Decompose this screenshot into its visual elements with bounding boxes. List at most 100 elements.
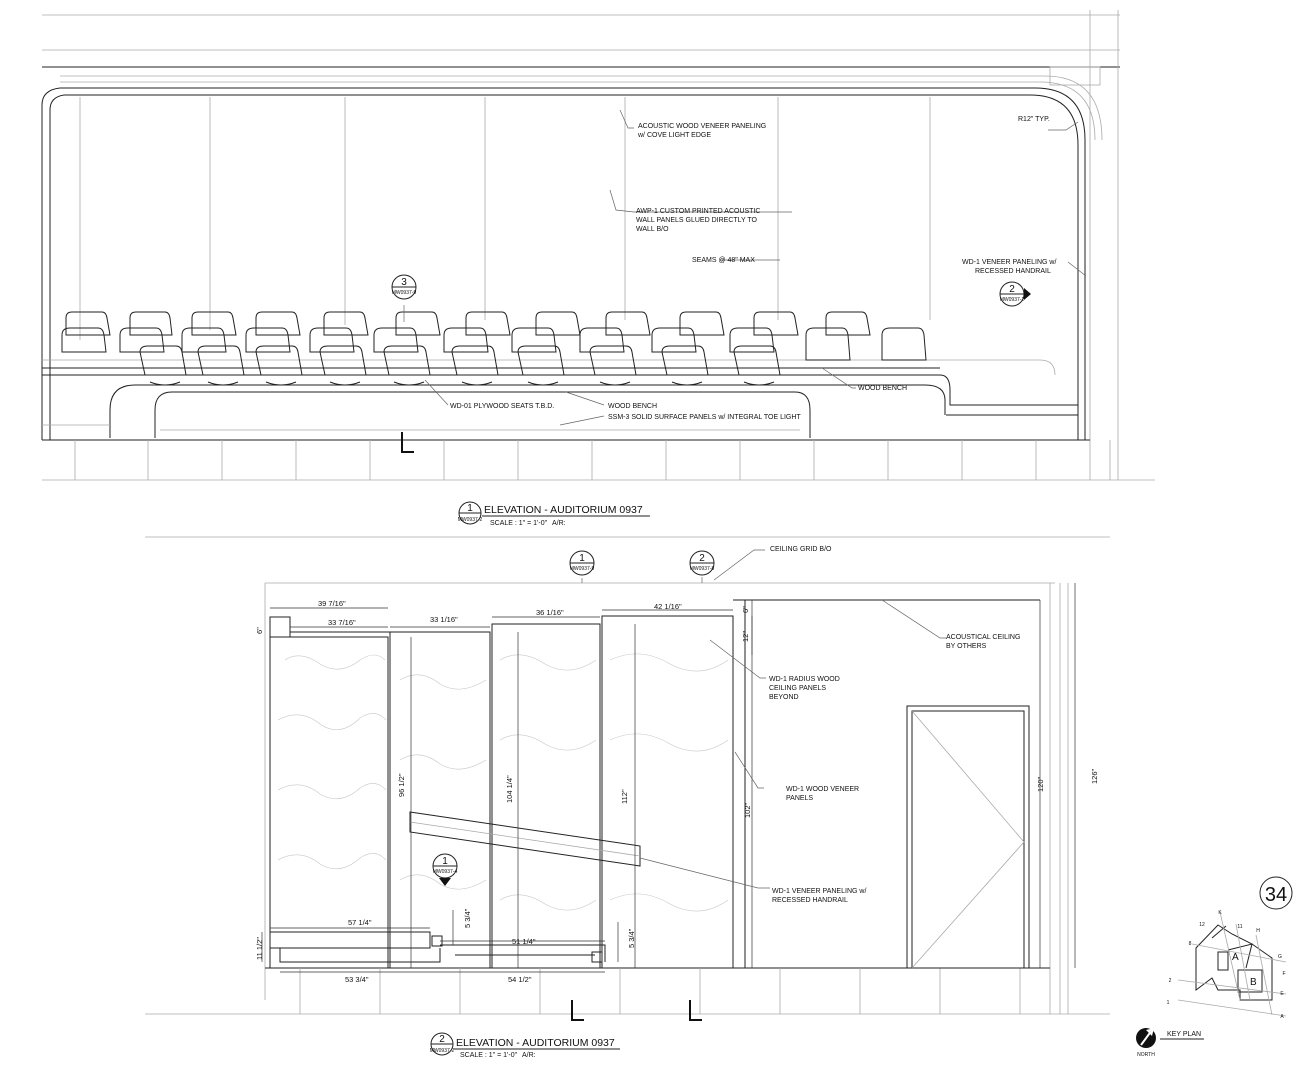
key-plan-label: KEY PLAN <box>1167 1031 1201 1038</box>
floor-tile-lines <box>74 440 1111 480</box>
key-plan-grid-11: 11 <box>1237 924 1242 930</box>
tag-section[interactable]: 2 MW0937-2 <box>999 281 1031 307</box>
title-elevation-2: 2 MW0937-2 ELEVATION - AUDITORIUM 0937 S… <box>430 1032 620 1059</box>
dim-14: 126" <box>1090 768 1099 784</box>
dim-18: 5 3/4" <box>627 928 636 948</box>
note-plywood-seats: WD-01 PLYWOOD SEATS T.B.D. <box>450 403 554 410</box>
bottom-leaders <box>639 549 946 889</box>
top-leaders <box>403 109 1087 426</box>
title-2-ar: A/R: <box>522 1052 536 1059</box>
wall-panel-seams <box>79 97 931 340</box>
dim-13: 120" <box>1036 776 1045 792</box>
note-wood-bench: WOOD BENCH <box>608 403 657 410</box>
note-ceiling-grid: CEILING GRID B/O <box>770 546 832 553</box>
north-arrow-icon <box>1136 1028 1156 1048</box>
tag-c-number: 1 <box>442 856 448 867</box>
title-1-number: 1 <box>467 503 473 514</box>
dim-5: 42 1/16" <box>654 602 682 611</box>
note-acoustical-ceiling-2: BY OTHERS <box>946 643 987 650</box>
dim-19: 11 1/2" <box>255 937 264 960</box>
note-wood-veneer-1: WD-1 WOOD VENEER <box>786 786 859 793</box>
title-2-number: 2 <box>439 1034 445 1045</box>
note-wood-veneer-2: PANELS <box>786 795 813 802</box>
dim-20: 53 3/4" <box>345 975 369 984</box>
tag-detail-c[interactable]: 1 MW0937-4 <box>432 853 458 886</box>
page-number: 34 <box>1259 876 1293 910</box>
door-opening <box>906 705 1030 969</box>
dim-1: 39 7/16" <box>318 599 346 608</box>
note-awp-1: AWP-1 CUSTOM PRINTED ACOUSTIC <box>636 208 760 215</box>
title-1-ref: MW0937-2 <box>458 517 483 523</box>
dim-15: 57 1/4" <box>348 918 372 927</box>
floor-tile-lines-bottom <box>299 968 1021 1014</box>
key-plan-grid-h: H <box>1256 928 1260 934</box>
key-plan-grid-1: 1 <box>1167 1000 1170 1006</box>
elevation-top: ACOUSTIC WOOD VENEER PANELING w/ COVE LI… <box>41 10 1155 527</box>
dim-10: 104 1/4" <box>505 775 514 803</box>
note-radius-panels-1: WD-1 RADIUS WOOD <box>769 676 840 683</box>
note-handrail-1: WD-1 VENEER PANELING w/ <box>772 888 866 895</box>
dim-12: 102" <box>743 802 752 818</box>
elevation-bottom: 39 7/16" 33 7/16" 33 1/16" 36 1/16" 42 1… <box>145 536 1110 1059</box>
note-radius-panels-3: BEYOND <box>769 694 799 701</box>
note-wd1-paneling-2: RECESSED HANDRAIL <box>975 268 1051 275</box>
title-2-ref: MW0937-2 <box>430 1048 455 1054</box>
title-2-scale: SCALE : 1" = 1'-0" <box>460 1052 518 1059</box>
dim-3: 33 1/16" <box>430 615 458 624</box>
tag-seats[interactable]: 3 MW0937-9 <box>391 274 417 300</box>
note-acoustic-panel-2: w/ COVE LIGHT EDGE <box>637 132 711 139</box>
key-plan-grid-e: E <box>1280 991 1284 997</box>
tag-a-ref: MW0937-9 <box>570 566 595 572</box>
key-plan-area-b: B <box>1250 977 1257 988</box>
bench-tiers <box>42 359 1078 438</box>
note-awp-2: WALL PANELS GLUED DIRECTLY TO <box>636 217 758 224</box>
note-seams: SEAMS @ 48" MAX <box>692 257 755 264</box>
tag-detail-a[interactable]: 1 MW0937-9 <box>569 550 595 583</box>
title-1-text: ELEVATION - AUDITORIUM 0937 <box>484 504 643 516</box>
note-acoustic-panel-1: ACOUSTIC WOOD VENEER PANELING <box>638 123 766 130</box>
key-plan: A B K H G F E A 12 11 8 2 1 NORTH KEY PL… <box>1136 910 1287 1058</box>
title-1-scale: SCALE : 1" = 1'-0" <box>490 520 548 527</box>
tag-a-number: 1 <box>579 553 585 564</box>
dim-6: 6" <box>255 627 264 634</box>
key-plan-grid-k: K <box>1218 910 1222 916</box>
key-plan-grid-g: G <box>1278 954 1282 960</box>
key-plan-grid-a: A <box>1280 1014 1284 1020</box>
note-wood-bench-right: WOOD BENCH <box>858 385 907 392</box>
note-ssm: SSM-3 SOLID SURFACE PANELS w/ INTEGRAL T… <box>608 414 801 421</box>
dimension-lines <box>261 583 1076 973</box>
key-plan-grid-f: F <box>1282 971 1285 977</box>
key-plan-north: NORTH <box>1137 1052 1155 1058</box>
tag-section-number: 2 <box>1009 284 1015 295</box>
tag-detail-b[interactable]: 2 MW0937-8 <box>689 550 715 583</box>
tag-c-ref: MW0937-4 <box>433 869 458 875</box>
key-plan-grid-2: 2 <box>1169 978 1172 984</box>
dim-7: 6" <box>741 606 750 613</box>
veneer-panels <box>269 599 1040 968</box>
dim-2: 33 7/16" <box>328 618 356 627</box>
title-elevation-1: 1 MW0937-2 ELEVATION - AUDITORIUM 0937 S… <box>458 501 650 527</box>
tag-seats-number: 3 <box>401 277 407 288</box>
page-number-text: 34 <box>1265 884 1287 906</box>
note-acoustical-ceiling-1: ACOUSTICAL CEILING <box>946 634 1020 641</box>
key-plan-grid-12: 12 <box>1199 922 1205 928</box>
tag-b-number: 2 <box>699 553 705 564</box>
handrail <box>409 811 641 867</box>
note-handrail-2: RECESSED HANDRAIL <box>772 897 848 904</box>
dim-21: 54 1/2" <box>508 975 532 984</box>
dim-16: 5 3/4" <box>463 908 472 928</box>
note-radius-panels-2: CEILING PANELS <box>769 685 826 692</box>
dim-9: 96 1/2" <box>397 773 406 797</box>
key-plan-grid-8: 8 <box>1189 941 1192 947</box>
tag-seats-ref: MW0937-9 <box>392 290 417 296</box>
note-wd1-paneling-1: WD-1 VENEER PANELING w/ <box>962 259 1056 266</box>
tag-section-ref: MW0937-2 <box>1000 297 1025 303</box>
dim-17: 51 1/4" <box>512 937 536 946</box>
dim-4: 36 1/16" <box>536 608 564 617</box>
key-plan-grid-lines <box>1177 911 1287 1017</box>
tag-b-ref: MW0937-8 <box>690 566 715 572</box>
note-awp-3: WALL B/O <box>636 226 669 233</box>
title-2-text: ELEVATION - AUDITORIUM 0937 <box>456 1037 615 1049</box>
note-radius: R12" TYP. <box>1018 116 1050 123</box>
